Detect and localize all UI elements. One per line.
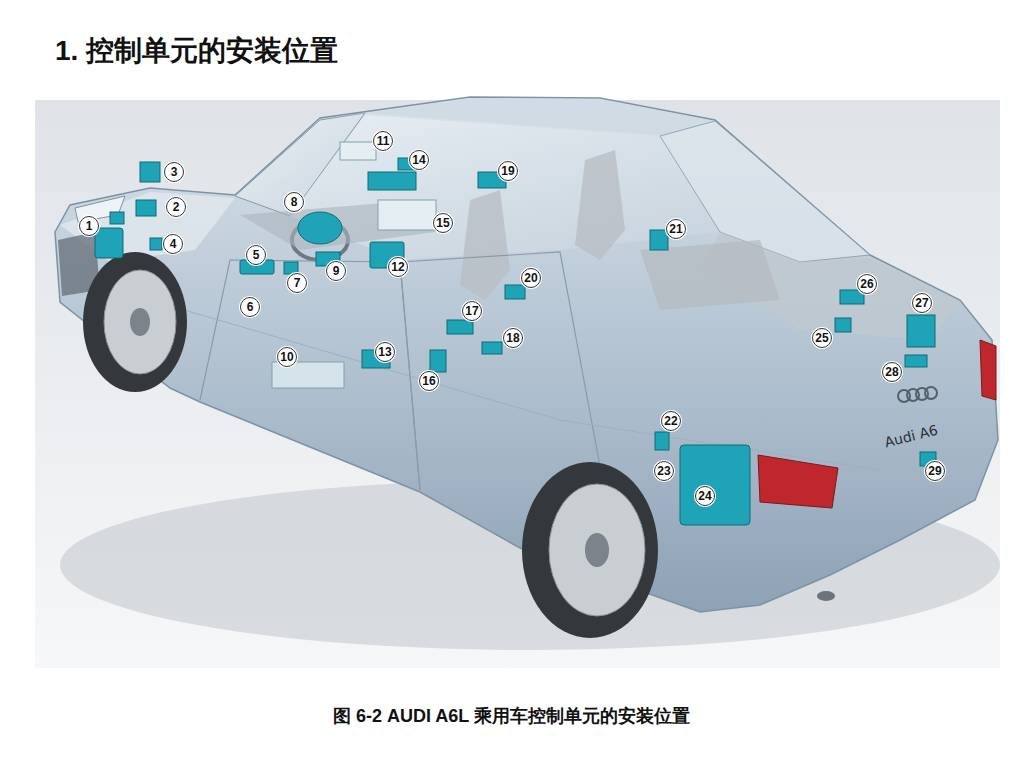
callout-number: 8 [284, 192, 304, 212]
caption: 图 6-2 AUDI A6L 乘用车控制单元的安装位置 [333, 704, 690, 728]
callout-number: 12 [388, 257, 408, 277]
callout-number: 5 [246, 245, 266, 265]
callout-number: 20 [521, 268, 541, 288]
callout-number: 16 [419, 371, 439, 391]
title: 1. 控制单元的安装位置 [55, 32, 338, 70]
callout-number: 17 [462, 301, 482, 321]
dashboard [240, 200, 450, 250]
exhaust [817, 591, 835, 601]
callout-number: 21 [666, 219, 686, 239]
callout-number: 14 [409, 150, 429, 170]
callout-number: 18 [503, 328, 523, 348]
callout-number: 3 [164, 162, 184, 182]
callout-number: 2 [166, 197, 186, 217]
callout-number: 19 [498, 161, 518, 181]
taillight [980, 340, 996, 400]
hub [130, 308, 150, 336]
rear-tire [522, 462, 658, 638]
front-tire [83, 252, 187, 392]
taillight [758, 455, 838, 508]
callout-number: 7 [287, 273, 307, 293]
callout-number: 22 [661, 411, 681, 431]
callout-number: 26 [857, 274, 877, 294]
seat [460, 190, 510, 300]
hub [585, 533, 609, 567]
callout-number: 29 [925, 461, 945, 481]
callout-number: 4 [163, 234, 183, 254]
callout-number: 15 [433, 213, 453, 233]
callout-number: 24 [695, 486, 715, 506]
rear-window [660, 121, 870, 262]
rear-rim [549, 484, 645, 616]
control-unit [95, 142, 936, 525]
seat [575, 150, 625, 260]
callout-number: 10 [277, 347, 297, 367]
callout-number: 1 [79, 216, 99, 236]
callout-number: 23 [654, 461, 674, 481]
callout-number: 13 [375, 342, 395, 362]
door-line [200, 260, 420, 490]
callout-number: 9 [326, 261, 346, 281]
callout-number: 27 [912, 293, 932, 313]
front-rim [104, 270, 176, 374]
callout-number: 6 [240, 297, 260, 317]
brand-rings [898, 387, 937, 402]
callout-number: 28 [882, 362, 902, 382]
callout-number: 11 [373, 131, 393, 151]
model-badge: Audi A6 [883, 422, 939, 451]
callout-number: 25 [812, 328, 832, 348]
character-line [150, 300, 880, 470]
